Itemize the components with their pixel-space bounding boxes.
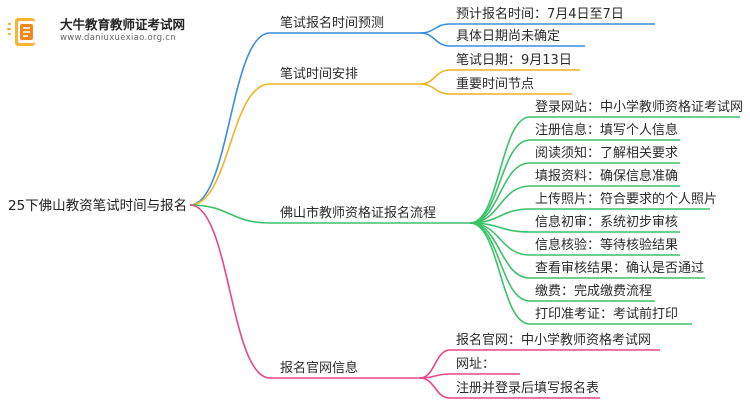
link-b4-c2 — [419, 373, 520, 379]
link-b4-c1 — [419, 349, 660, 379]
link-b2-c2 — [419, 83, 572, 95]
branch-3-child-2: 注册信息：填写个人信息 — [535, 123, 679, 138]
branch-4-child-3: 注册并登录后填写报名表 — [456, 381, 600, 396]
branch-1-child-1: 预计报名时间：7月4日至7日 — [456, 7, 624, 22]
branch-3-child-6: 信息初审：系统初步审核 — [535, 215, 679, 230]
branch-3-label: 佛山市教师资格证报名流程 — [280, 206, 437, 221]
link-root-branch-3 — [189, 204, 470, 224]
branch-4-child-2: 网址： — [456, 357, 496, 372]
link-b4-c3 — [419, 377, 600, 399]
branch-4-label: 报名官网信息 — [280, 361, 359, 376]
branch-1-child-2: 具体日期尚未确定 — [456, 29, 561, 44]
branch-3-child-10: 打印准考证：考试前打印 — [535, 307, 679, 322]
link-b2-c1 — [419, 69, 580, 85]
branch-3-child-5: 上传照片：符合要求的个人照片 — [535, 192, 718, 207]
branch-3-child-1: 登录网站：中小学教师资格证考试网 — [535, 100, 744, 115]
link-root-branch-1 — [189, 32, 420, 206]
link-b3-c2 — [469, 139, 680, 224]
brand-logo: 大牛教育教师证考试网 www.daniuxuexiao.org.cn — [6, 10, 256, 54]
branch-3-child-7: 信息核验：等待核验结果 — [535, 238, 679, 253]
link-b3-c5 — [469, 208, 710, 224]
branch-3-child-9: 缴费：完成缴费流程 — [535, 284, 653, 299]
branch-2-label: 笔试时间安排 — [280, 67, 359, 82]
brand-name: 大牛教育教师证考试网 — [60, 17, 186, 32]
root-node: 25下佛山教资笔试时间与报名 — [8, 198, 188, 214]
branch-3-child-8: 查看审核结果：确认是否通过 — [535, 261, 705, 276]
brand-url: www.daniuxuexiao.org.cn — [60, 33, 176, 43]
link-root-branch-4 — [189, 204, 420, 379]
link-b3-c1 — [469, 116, 740, 224]
link-b3-c4 — [469, 185, 680, 224]
branch-4-child-1: 报名官网：中小学教师资格考试网 — [456, 333, 652, 348]
branch-2-child-2: 重要时间节点 — [456, 77, 535, 92]
link-b3-c3 — [469, 162, 680, 224]
book-icon — [7, 18, 35, 46]
branch-1-label: 笔试报名时间预测 — [280, 16, 385, 31]
branch-3-child-3: 阅读须知：了解相关要求 — [535, 146, 679, 161]
link-b3-c10 — [469, 222, 692, 325]
branch-3-child-4: 填报资料：确保信息准确 — [535, 169, 679, 184]
link-root-branch-2 — [189, 83, 420, 206]
link-b1-c2 — [419, 32, 585, 47]
branch-2-child-1: 笔试日期：9月13日 — [456, 53, 572, 68]
